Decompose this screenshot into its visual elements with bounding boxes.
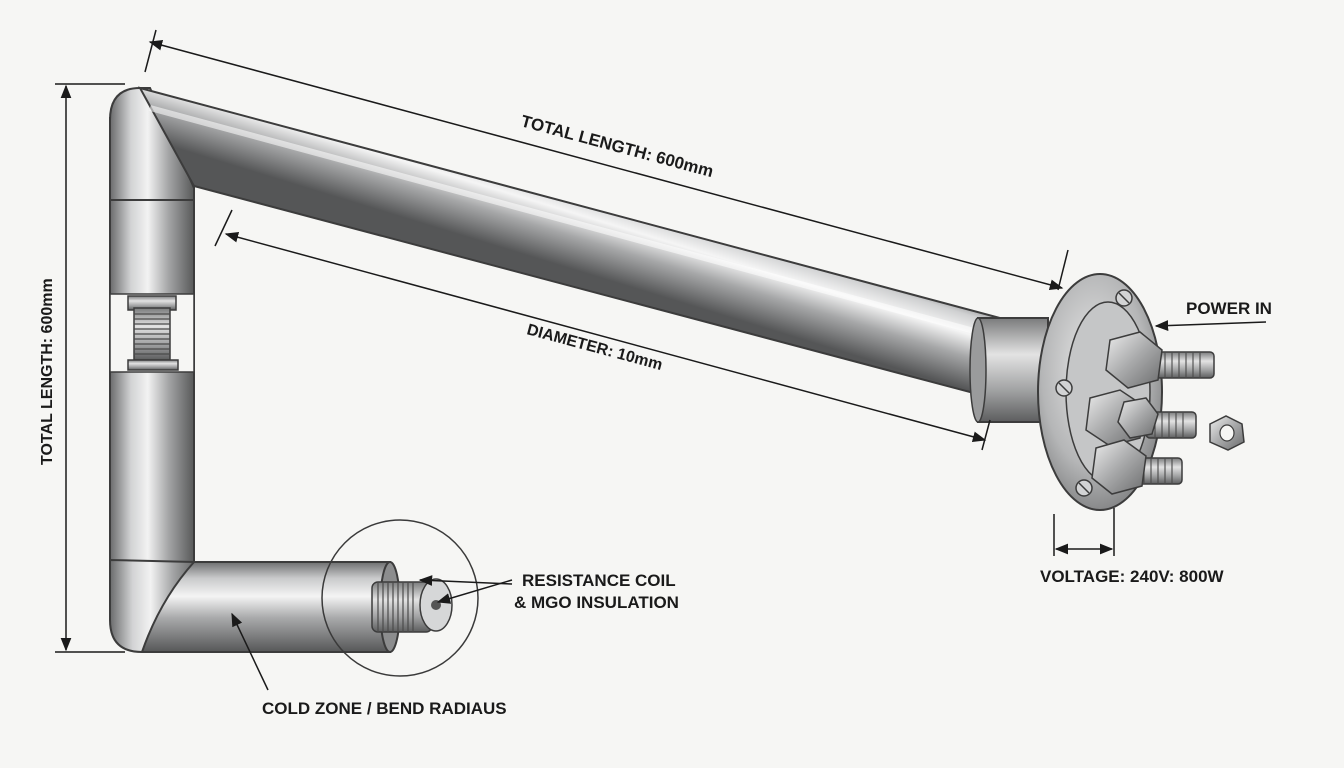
terminal-middle — [1085, 389, 1197, 447]
leader-power-in — [1154, 320, 1267, 331]
leader-resistance-2 — [418, 575, 513, 586]
coupling-section — [109, 293, 195, 373]
dim-diameter — [224, 231, 987, 443]
terminal-studs — [1085, 331, 1215, 495]
loose-nut — [1209, 415, 1245, 451]
label-cold-zone: COLD ZONE / BEND RADIAUS — [262, 699, 507, 718]
leader-cold-zone — [231, 612, 269, 691]
dimension-lines — [55, 29, 1267, 691]
label-total-length-top: TOTAL LENGTH: 600mm — [519, 112, 716, 182]
label-voltage: VOLTAGE: 240V: 800W — [1040, 567, 1225, 586]
coil-detail — [321, 519, 479, 677]
terminal-bottom — [1091, 439, 1183, 495]
label-total-length-left: TOTAL LENGTH: 600mm — [39, 278, 56, 465]
label-power-in: POWER IN — [1186, 299, 1272, 318]
detail-circle — [321, 519, 479, 677]
tube-assembly — [109, 86, 1001, 653]
terminal-top — [1105, 331, 1215, 389]
label-resistance-line1: RESISTANCE COIL — [522, 571, 676, 590]
label-resistance-line2: & MGO INSULATION — [514, 593, 679, 612]
